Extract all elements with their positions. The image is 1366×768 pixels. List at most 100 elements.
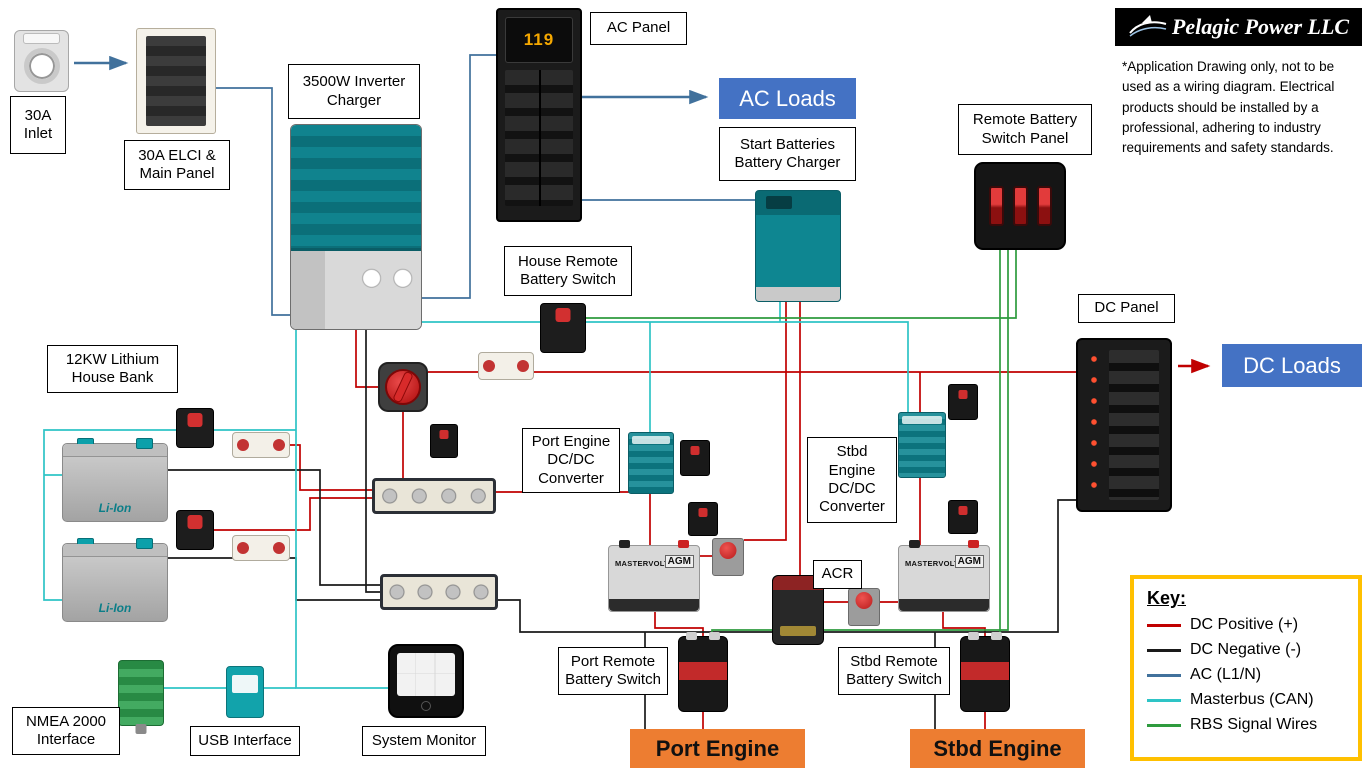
circuit-breaker xyxy=(680,440,710,476)
key-item: AC (L1/N) xyxy=(1147,666,1345,684)
dc-panel-breakers xyxy=(1109,350,1159,500)
label-port-dcdc: Port Engine DC/DC Converter xyxy=(522,428,620,493)
stbd-remote-battery-switch-device xyxy=(960,632,1010,712)
key-item-label: DC Positive (+) xyxy=(1190,616,1299,633)
ac-loads-box: AC Loads xyxy=(719,78,856,119)
label-30a-inlet: 30A Inlet xyxy=(10,96,66,154)
battery-brand-text: Li-Ion xyxy=(98,501,132,515)
logo-text: Pelagic Power LLC xyxy=(1171,14,1350,39)
port-dcdc-converter-device xyxy=(628,432,674,494)
dc-fuse-block xyxy=(478,352,534,380)
label-house-remote-battery-switch: House Remote Battery Switch xyxy=(504,246,632,296)
label-start-batteries-charger: Start Batteries Battery Charger xyxy=(719,127,856,181)
monitor-screen xyxy=(397,653,455,696)
stbd-engine-box: Stbd Engine xyxy=(910,729,1085,768)
label-nmea-interface: NMEA 2000 Interface xyxy=(12,707,120,755)
label-acr: ACR xyxy=(813,560,862,589)
key-item: DC Positive (+) xyxy=(1147,616,1345,634)
key-item-label: RBS Signal Wires xyxy=(1190,716,1318,733)
battery-type-text: AGM xyxy=(664,555,694,568)
nmea2000-interface-device xyxy=(118,660,164,726)
key-swatch-dc-positive xyxy=(1147,623,1181,627)
label-port-remote-battery-switch: Port Remote Battery Switch xyxy=(558,647,668,695)
ac-voltage-reading: 119 xyxy=(523,30,555,49)
battery-type-text: AGM xyxy=(954,555,984,568)
label-ac-panel: AC Panel xyxy=(590,12,687,45)
negative-busbar xyxy=(380,574,498,610)
dc-panel-indicators xyxy=(1089,350,1099,500)
elci-main-panel-device xyxy=(136,28,216,134)
logo-marlin-icon xyxy=(1129,15,1167,37)
positive-busbar xyxy=(372,478,496,514)
inverter-heatsink xyxy=(291,125,421,252)
battery-brand-text: MASTERVOLT xyxy=(905,559,959,568)
key-item: RBS Signal Wires xyxy=(1147,716,1345,734)
battery-stripe xyxy=(899,599,989,611)
stbd-start-battery: MASTERVOLT AGM xyxy=(898,540,990,612)
circuit-breaker xyxy=(948,384,978,420)
key-item: Masterbus (CAN) xyxy=(1147,691,1345,709)
port-remote-battery-switch-device xyxy=(678,632,728,712)
dc-loads-box: DC Loads xyxy=(1222,344,1362,387)
pelagic-logo: Pelagic Power LLC xyxy=(1115,8,1362,46)
battery2-fuse xyxy=(232,535,290,561)
label-dc-panel: DC Panel xyxy=(1078,294,1175,323)
label-system-monitor: System Monitor xyxy=(362,726,486,756)
acr-cap xyxy=(773,576,823,590)
inlet-cap xyxy=(23,33,60,44)
elci-breaker-grid xyxy=(146,36,206,126)
battery-stripe xyxy=(609,599,699,611)
key-swatch-masterbus xyxy=(1147,698,1181,702)
label-inverter-charger: 3500W Inverter Charger xyxy=(288,64,420,119)
rbs-red-band xyxy=(679,662,727,680)
battery-cap xyxy=(63,544,167,557)
rocker-switch xyxy=(1036,186,1052,226)
key-item-label: DC Negative (-) xyxy=(1190,641,1302,658)
circuit-breaker xyxy=(948,500,978,534)
label-elci-main-panel: 30A ELCI & Main Panel xyxy=(124,140,230,190)
label-remote-battery-switch-panel: Remote Battery Switch Panel xyxy=(958,104,1092,155)
port-engine-box: Port Engine xyxy=(630,729,805,768)
battery2-switch xyxy=(176,510,214,550)
circuit-breaker xyxy=(430,424,458,458)
ac-panel-breakers xyxy=(505,70,573,206)
key-title: Key: xyxy=(1147,588,1187,608)
house-remote-battery-switch-device xyxy=(540,303,586,353)
house-battery-2: Li-Ion xyxy=(62,538,168,622)
shore-inlet-device xyxy=(14,30,69,92)
inverter-charger-device xyxy=(290,124,422,330)
battery-switch-mini xyxy=(848,588,880,626)
rocker-switch xyxy=(1012,186,1028,226)
key-swatch-rbs-signal xyxy=(1147,723,1181,727)
rocker-switch xyxy=(988,186,1004,226)
battery-switch-mini xyxy=(712,538,744,576)
label-lithium-house-bank: 12KW Lithium House Bank xyxy=(47,345,178,393)
key-swatch-dc-negative xyxy=(1147,648,1181,652)
disclaimer-text: *Application Drawing only, not to be use… xyxy=(1122,59,1335,155)
key-item-label: Masterbus (CAN) xyxy=(1190,691,1314,708)
label-stbd-dcdc: Stbd Engine DC/DC Converter xyxy=(807,437,897,523)
battery-cap xyxy=(63,444,167,457)
key-item-label: AC (L1/N) xyxy=(1190,666,1262,683)
label-usb-interface: USB Interface xyxy=(190,726,300,756)
circuit-breaker xyxy=(688,502,718,536)
ac-panel-display: 119 xyxy=(505,17,573,63)
key-item: DC Negative (-) xyxy=(1147,641,1345,659)
inlet-socket xyxy=(23,48,60,84)
ac-panel-device: 119 xyxy=(496,8,582,222)
system-monitor-device xyxy=(388,644,464,718)
main-battery-switch xyxy=(378,362,428,412)
battery1-fuse xyxy=(232,432,290,458)
monitor-home-button xyxy=(421,700,431,711)
key-legend: Key: DC Positive (+) DC Negative (-) AC … xyxy=(1130,575,1362,761)
battery-brand-text: Li-Ion xyxy=(98,601,132,615)
inverter-outlet-panel xyxy=(291,251,421,329)
battery-brand-text: MASTERVOLT xyxy=(615,559,669,568)
rbs-red-band xyxy=(961,662,1009,680)
remote-battery-switch-panel-device xyxy=(974,162,1066,250)
port-start-battery: MASTERVOLT AGM xyxy=(608,540,700,612)
label-stbd-remote-battery-switch: Stbd Remote Battery Switch xyxy=(838,647,950,695)
usb-interface-device xyxy=(226,666,264,718)
dc-panel-device xyxy=(1076,338,1172,512)
battery1-switch xyxy=(176,408,214,448)
